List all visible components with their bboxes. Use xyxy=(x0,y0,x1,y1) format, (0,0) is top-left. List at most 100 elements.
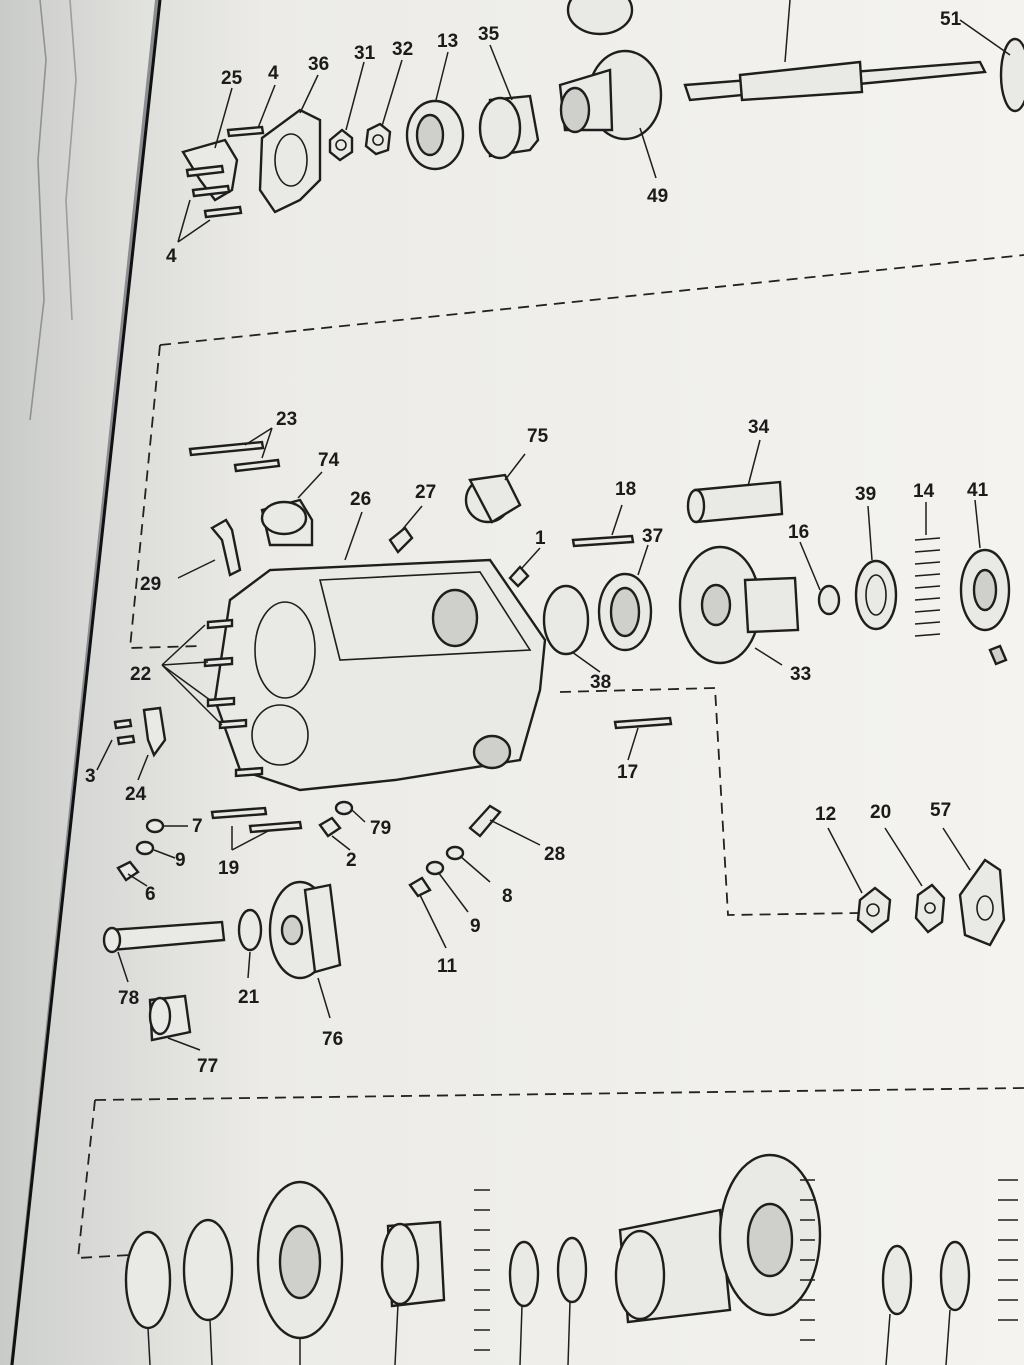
gear-33 xyxy=(678,545,800,665)
washer-57 xyxy=(958,858,1006,947)
bearing-race-37 xyxy=(597,572,653,652)
bearing-13 xyxy=(405,99,465,171)
callout-4-bottom: 4 xyxy=(166,246,177,267)
thrust-washer-39 xyxy=(854,559,898,631)
callout-27: 27 xyxy=(415,482,436,503)
bushing-77 xyxy=(148,994,192,1042)
callout-34: 34 xyxy=(748,417,770,438)
callout-8: 8 xyxy=(502,886,513,907)
callout-1: 1 xyxy=(535,528,546,549)
stud-17 xyxy=(613,716,673,730)
callout-4-top: 4 xyxy=(268,63,279,84)
callouts-top: 25 4 36 31 32 13 35 51 49 4 xyxy=(166,9,962,267)
callout-75: 75 xyxy=(527,426,549,447)
studs-19 xyxy=(210,806,303,834)
mainshaft-51 xyxy=(683,37,1024,113)
callout-3: 3 xyxy=(85,766,96,787)
bolt-28 xyxy=(468,804,502,838)
fragment-right xyxy=(988,644,1008,666)
callout-6: 6 xyxy=(145,884,156,905)
callout-18: 18 xyxy=(615,479,636,500)
callout-38: 38 xyxy=(590,672,611,693)
screws-4 xyxy=(185,125,265,219)
callout-51: 51 xyxy=(940,9,962,30)
callout-23: 23 xyxy=(276,409,297,430)
callout-19: 19 xyxy=(218,858,239,879)
callout-9-right: 9 xyxy=(470,916,481,937)
bushing-35 xyxy=(478,94,540,160)
callout-22: 22 xyxy=(130,664,151,685)
screw-2 xyxy=(318,816,342,838)
retaining-ring-38 xyxy=(542,584,590,656)
callouts-middle: 23 74 75 26 27 18 34 39 14 41 16 37 1 29… xyxy=(85,409,989,1077)
callout-12: 12 xyxy=(815,804,836,825)
callout-25: 25 xyxy=(221,68,243,89)
pin-34 xyxy=(686,480,784,524)
callout-7: 7 xyxy=(192,816,203,837)
callout-13: 13 xyxy=(437,31,458,52)
cup-41 xyxy=(959,548,1011,632)
callout-74: 74 xyxy=(318,450,340,471)
gear-76 xyxy=(268,880,342,980)
nut-31 xyxy=(328,128,354,162)
lockwasher-20 xyxy=(914,883,946,934)
transmission-case-26 xyxy=(213,558,547,792)
bushing-75 xyxy=(464,473,522,524)
callout-28: 28 xyxy=(544,844,565,865)
callout-33: 33 xyxy=(790,664,811,685)
callout-78: 78 xyxy=(118,988,139,1009)
nut-12 xyxy=(856,886,892,934)
section-boundaries xyxy=(76,254,1024,1259)
dowel-1 xyxy=(508,565,530,588)
shaft-78 xyxy=(102,920,226,954)
callout-32: 32 xyxy=(392,39,413,60)
callout-11: 11 xyxy=(437,956,458,977)
gear-top-partial xyxy=(566,0,634,36)
top-leader-lines xyxy=(177,0,1011,243)
callout-49: 49 xyxy=(647,186,668,207)
vent-29 xyxy=(210,518,242,577)
callout-41: 41 xyxy=(967,480,989,501)
bushing-74 xyxy=(260,498,314,547)
washer-21 xyxy=(237,908,263,952)
spring-14 xyxy=(914,537,941,637)
callout-57: 57 xyxy=(930,800,951,821)
callout-79: 79 xyxy=(370,818,391,839)
lockwasher-32 xyxy=(364,122,392,156)
gear-49 xyxy=(558,49,663,141)
bracket-24 xyxy=(142,706,167,758)
bottom-parts xyxy=(124,1153,1018,1365)
washers-8-9-nut-11 xyxy=(408,845,465,898)
washer-16 xyxy=(817,584,841,616)
callout-24: 24 xyxy=(125,784,147,805)
screws-3 xyxy=(113,718,136,746)
callout-77: 77 xyxy=(197,1056,218,1077)
studs-22 xyxy=(203,618,264,778)
callout-39: 39 xyxy=(855,484,876,505)
callout-31: 31 xyxy=(354,43,376,64)
stud-18 xyxy=(571,534,635,548)
washer-9-left xyxy=(135,840,155,856)
callout-37: 37 xyxy=(642,526,663,547)
cover-plate-36 xyxy=(258,108,322,214)
washer-79 xyxy=(334,800,354,816)
callout-17: 17 xyxy=(617,762,638,783)
washer-7 xyxy=(145,818,165,834)
callout-35: 35 xyxy=(478,24,500,45)
callout-76: 76 xyxy=(322,1029,343,1050)
studs-23 xyxy=(188,440,281,473)
callout-2: 2 xyxy=(346,850,357,871)
callout-26: 26 xyxy=(350,489,371,510)
page-stack-edges xyxy=(0,0,155,1365)
plug-27 xyxy=(388,526,414,554)
screw-6 xyxy=(116,860,140,882)
middle-leader-lines xyxy=(96,427,981,1051)
callout-14: 14 xyxy=(913,481,935,502)
callout-9-left: 9 xyxy=(175,850,186,871)
callout-36: 36 xyxy=(308,54,329,75)
callout-21: 21 xyxy=(238,987,260,1008)
callout-16: 16 xyxy=(788,522,809,543)
callout-29: 29 xyxy=(140,574,161,595)
callout-20: 20 xyxy=(870,802,891,823)
